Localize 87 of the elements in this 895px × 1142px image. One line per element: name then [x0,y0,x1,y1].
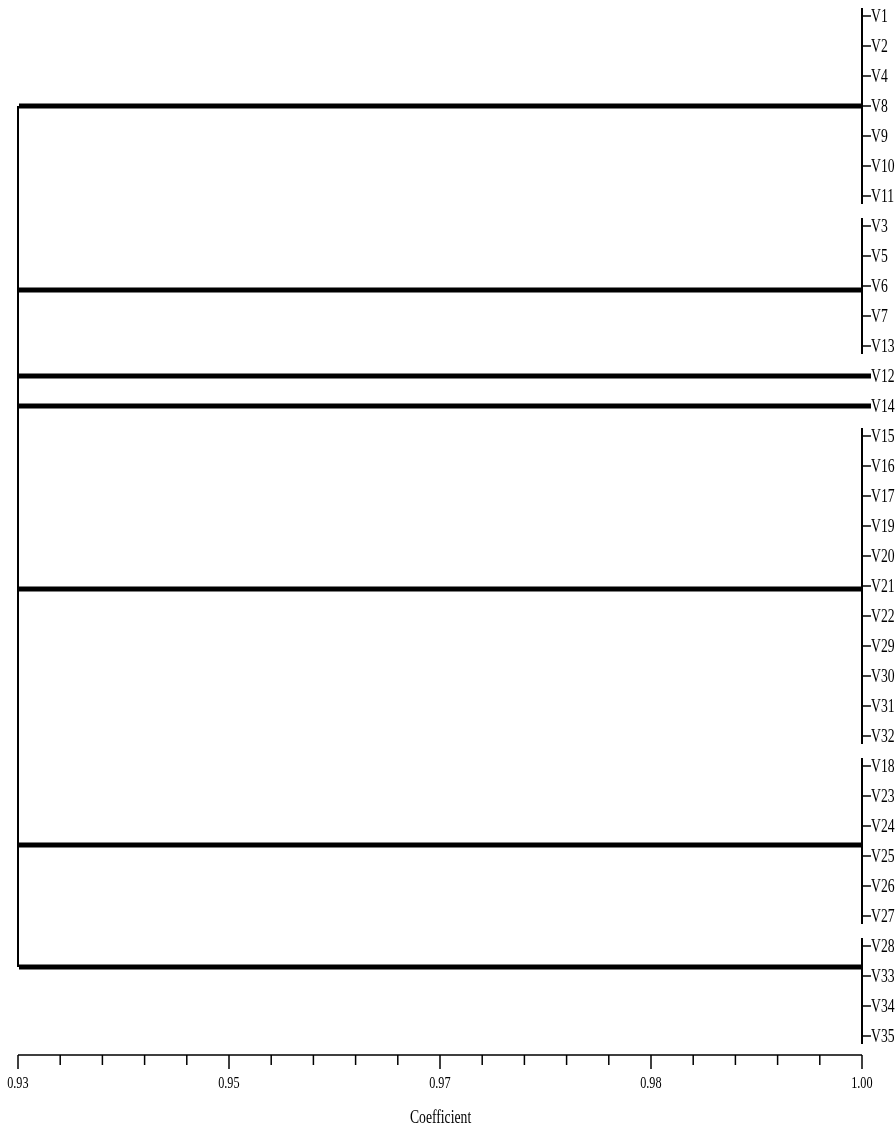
branch-line [19,842,861,848]
leaf-label: V1 [871,5,888,27]
branch-line [862,765,872,767]
branch-line [862,915,872,917]
branch-line [862,855,872,857]
leaf-label: V21 [871,575,895,597]
leaf-label: V20 [871,545,895,567]
leaf-label: V25 [871,845,895,867]
branch-line [862,645,872,647]
branch-line [862,465,872,467]
branch-line [862,885,872,887]
tick-label: 0.95 [218,1073,240,1093]
branch-line [862,165,872,167]
branch-line [862,285,872,287]
tick-label: 0.98 [640,1073,662,1093]
leaf-label: V7 [871,305,888,327]
tick-label: 1.00 [851,1073,873,1093]
leaf-label: V31 [871,695,895,717]
branch-line [862,75,872,77]
branch-line [862,705,872,707]
leaf-label: V6 [871,275,888,297]
branch-line [862,225,872,227]
branch-line [862,135,872,137]
leaf-label: V28 [871,935,895,957]
branch-line [19,964,861,970]
tick-label: 0.97 [429,1073,451,1093]
leaf-label: V27 [871,905,895,927]
leaf-label: V19 [871,515,895,537]
leaf-label: V3 [871,215,888,237]
branch-line [862,255,872,257]
branch-line [19,287,861,293]
leaf-label: V5 [871,245,888,267]
cluster-bracket-line [861,938,863,1044]
branch-line [19,403,871,409]
leaf-label: V2 [871,35,888,57]
cluster-bracket-line [861,758,863,924]
branch-line [862,975,872,977]
leaf-label: V34 [871,995,895,1017]
leaf-label: V10 [871,155,895,177]
branch-line [862,1035,872,1037]
leaf-label: V4 [871,65,888,87]
branch-line [862,315,872,317]
branch-line [862,105,872,107]
branch-line [862,45,872,47]
branch-line [862,555,872,557]
leaf-label: V30 [871,665,895,687]
branch-line [862,345,872,347]
leaf-label: V13 [871,335,895,357]
cluster-bracket-line [861,8,863,204]
leaf-label: V16 [871,455,895,477]
branch-line [862,675,872,677]
branch-line [862,825,872,827]
branch-line [862,795,872,797]
leaf-label: V17 [871,485,895,507]
leaf-label: V32 [871,725,895,747]
root-bracket-line [17,106,19,967]
branch-line [862,195,872,197]
cluster-bracket-line [861,218,863,354]
branch-line [862,735,872,737]
leaf-label: V23 [871,785,895,807]
branch-line [862,495,872,497]
leaf-label: V29 [871,635,895,657]
leaf-label: V8 [871,95,888,117]
leaf-label: V24 [871,815,895,837]
branch-line [862,435,872,437]
branch-line [862,15,872,17]
leaf-label: V9 [871,125,888,147]
leaf-label: V15 [871,425,895,447]
branch-line [862,615,872,617]
cluster-bracket-line [861,428,863,744]
branch-line [862,1005,872,1007]
leaf-label: V18 [871,755,895,777]
branch-line [862,585,872,587]
leaf-label: V22 [871,605,895,627]
leaf-label: V11 [871,185,895,207]
axis-title: Coefficient [409,1107,471,1127]
leaf-label: V12 [871,365,895,387]
leaf-label: V26 [871,875,895,897]
leaf-label: V33 [871,965,895,987]
branch-line [19,586,861,592]
branch-line [19,373,871,379]
branch-line [19,103,861,109]
branch-line [862,525,872,527]
tick-label: 0.93 [7,1073,29,1093]
leaf-label: V14 [871,395,895,417]
leaf-label: V35 [871,1025,895,1047]
branch-line [862,945,872,947]
